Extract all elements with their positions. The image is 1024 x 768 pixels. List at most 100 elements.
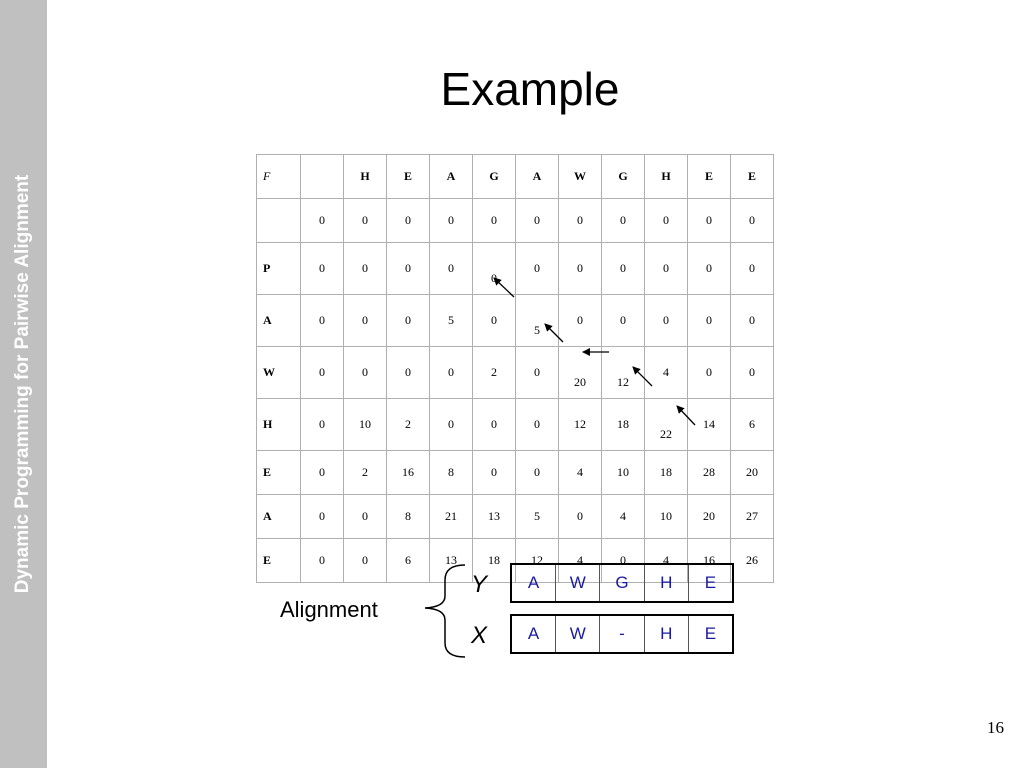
matrix-cell: 0	[687, 294, 731, 347]
row-header: E	[256, 450, 301, 495]
row-header: W	[256, 346, 301, 399]
matrix-cell: 0	[472, 294, 516, 347]
column-header: H	[644, 154, 688, 199]
column-header: E	[386, 154, 430, 199]
matrix-cell: 0	[644, 242, 688, 295]
matrix-cell: 0	[601, 198, 645, 243]
matrix-cell: 2	[343, 450, 387, 495]
matrix-cell: 0	[687, 242, 731, 295]
matrix-cell: 4	[558, 538, 602, 583]
matrix-cell: 6	[386, 538, 430, 583]
column-header: E	[687, 154, 731, 199]
matrix-cell: 0	[429, 242, 473, 295]
matrix-cell: 10	[644, 494, 688, 539]
matrix-cell: 0	[515, 398, 559, 451]
matrix-cell: 2	[386, 398, 430, 451]
matrix-cell: 0	[472, 398, 516, 451]
row-header: E	[256, 538, 301, 583]
x-label: X	[471, 622, 488, 649]
y-label: Y	[471, 571, 488, 598]
matrix-cell: 0	[515, 450, 559, 495]
matrix-cell: 0	[343, 294, 387, 347]
matrix-cell: 26	[730, 538, 774, 583]
matrix-cell: 12	[558, 398, 602, 451]
matrix-cell: 0	[515, 198, 559, 243]
row-header: A	[256, 494, 301, 539]
matrix-cell: 0	[558, 198, 602, 243]
matrix-cell: 0	[730, 242, 774, 295]
column-header: A	[515, 154, 559, 199]
column-header	[300, 154, 344, 199]
matrix-cell: 0	[644, 294, 688, 347]
matrix-cell: 0	[558, 494, 602, 539]
row-header: H	[256, 398, 301, 451]
sequence-cell: -	[600, 616, 645, 652]
matrix-cell: 0	[429, 198, 473, 243]
matrix-cell: 0	[300, 398, 344, 451]
matrix-cell: 0	[472, 242, 516, 295]
matrix-cell: 0	[300, 242, 344, 295]
row-header	[256, 198, 301, 243]
sequence-cell: A	[512, 616, 557, 652]
matrix-cell: 12	[601, 346, 645, 399]
matrix-cell: 5	[515, 494, 559, 539]
matrix-cell: 4	[558, 450, 602, 495]
matrix-cell: 5	[429, 294, 473, 347]
matrix-cell: 0	[429, 398, 473, 451]
matrix-cell: 0	[644, 198, 688, 243]
sequence-cell: W	[556, 565, 601, 601]
sequence-cell: H	[645, 616, 689, 652]
column-header: W	[558, 154, 602, 199]
matrix-cell: 20	[730, 450, 774, 495]
matrix-cell: 0	[515, 346, 559, 399]
matrix-cell: 5	[515, 294, 559, 347]
column-header: A	[429, 154, 473, 199]
matrix-cell: 18	[601, 398, 645, 451]
matrix-cell: 0	[515, 242, 559, 295]
alignment-label: Alignment	[280, 597, 378, 622]
sequence-cell: E	[704, 573, 717, 592]
matrix-cell: 20	[687, 494, 731, 539]
matrix-cell: 28	[687, 450, 731, 495]
matrix-cell: 0	[300, 294, 344, 347]
page-number: 16	[987, 718, 1004, 737]
sidebar: Dynamic Programming for Pairwise Alignme…	[0, 0, 47, 768]
matrix-cell: 6	[730, 398, 774, 451]
sequence-cell: A	[512, 565, 557, 601]
matrix-cell: 0	[386, 242, 430, 295]
matrix-cell: 0	[343, 242, 387, 295]
matrix-cell: 8	[429, 450, 473, 495]
matrix-cell: 0	[300, 346, 344, 399]
matrix-cell: 13	[472, 494, 516, 539]
matrix-cell: 10	[601, 450, 645, 495]
sequence-cell: H	[645, 565, 689, 601]
matrix-cell: 16	[386, 450, 430, 495]
slide-title: Example	[440, 63, 620, 115]
column-header: E	[730, 154, 774, 199]
matrix-cell: 0	[300, 198, 344, 243]
matrix-cell: 10	[343, 398, 387, 451]
matrix-cell: 0	[343, 538, 387, 583]
matrix-cell: 0	[343, 494, 387, 539]
matrix-cell: 0	[386, 198, 430, 243]
matrix-cell: 0	[300, 538, 344, 583]
matrix-cell: 0	[687, 346, 731, 399]
sequence-cell: W	[556, 616, 601, 652]
matrix-cell: 0	[472, 450, 516, 495]
sequence-cell: E	[704, 624, 717, 643]
matrix-cell: 0	[472, 198, 516, 243]
row-header: P	[256, 242, 301, 295]
matrix-cell: 0	[558, 242, 602, 295]
matrix-corner-label: F	[256, 154, 301, 199]
matrix-cell: 0	[386, 346, 430, 399]
